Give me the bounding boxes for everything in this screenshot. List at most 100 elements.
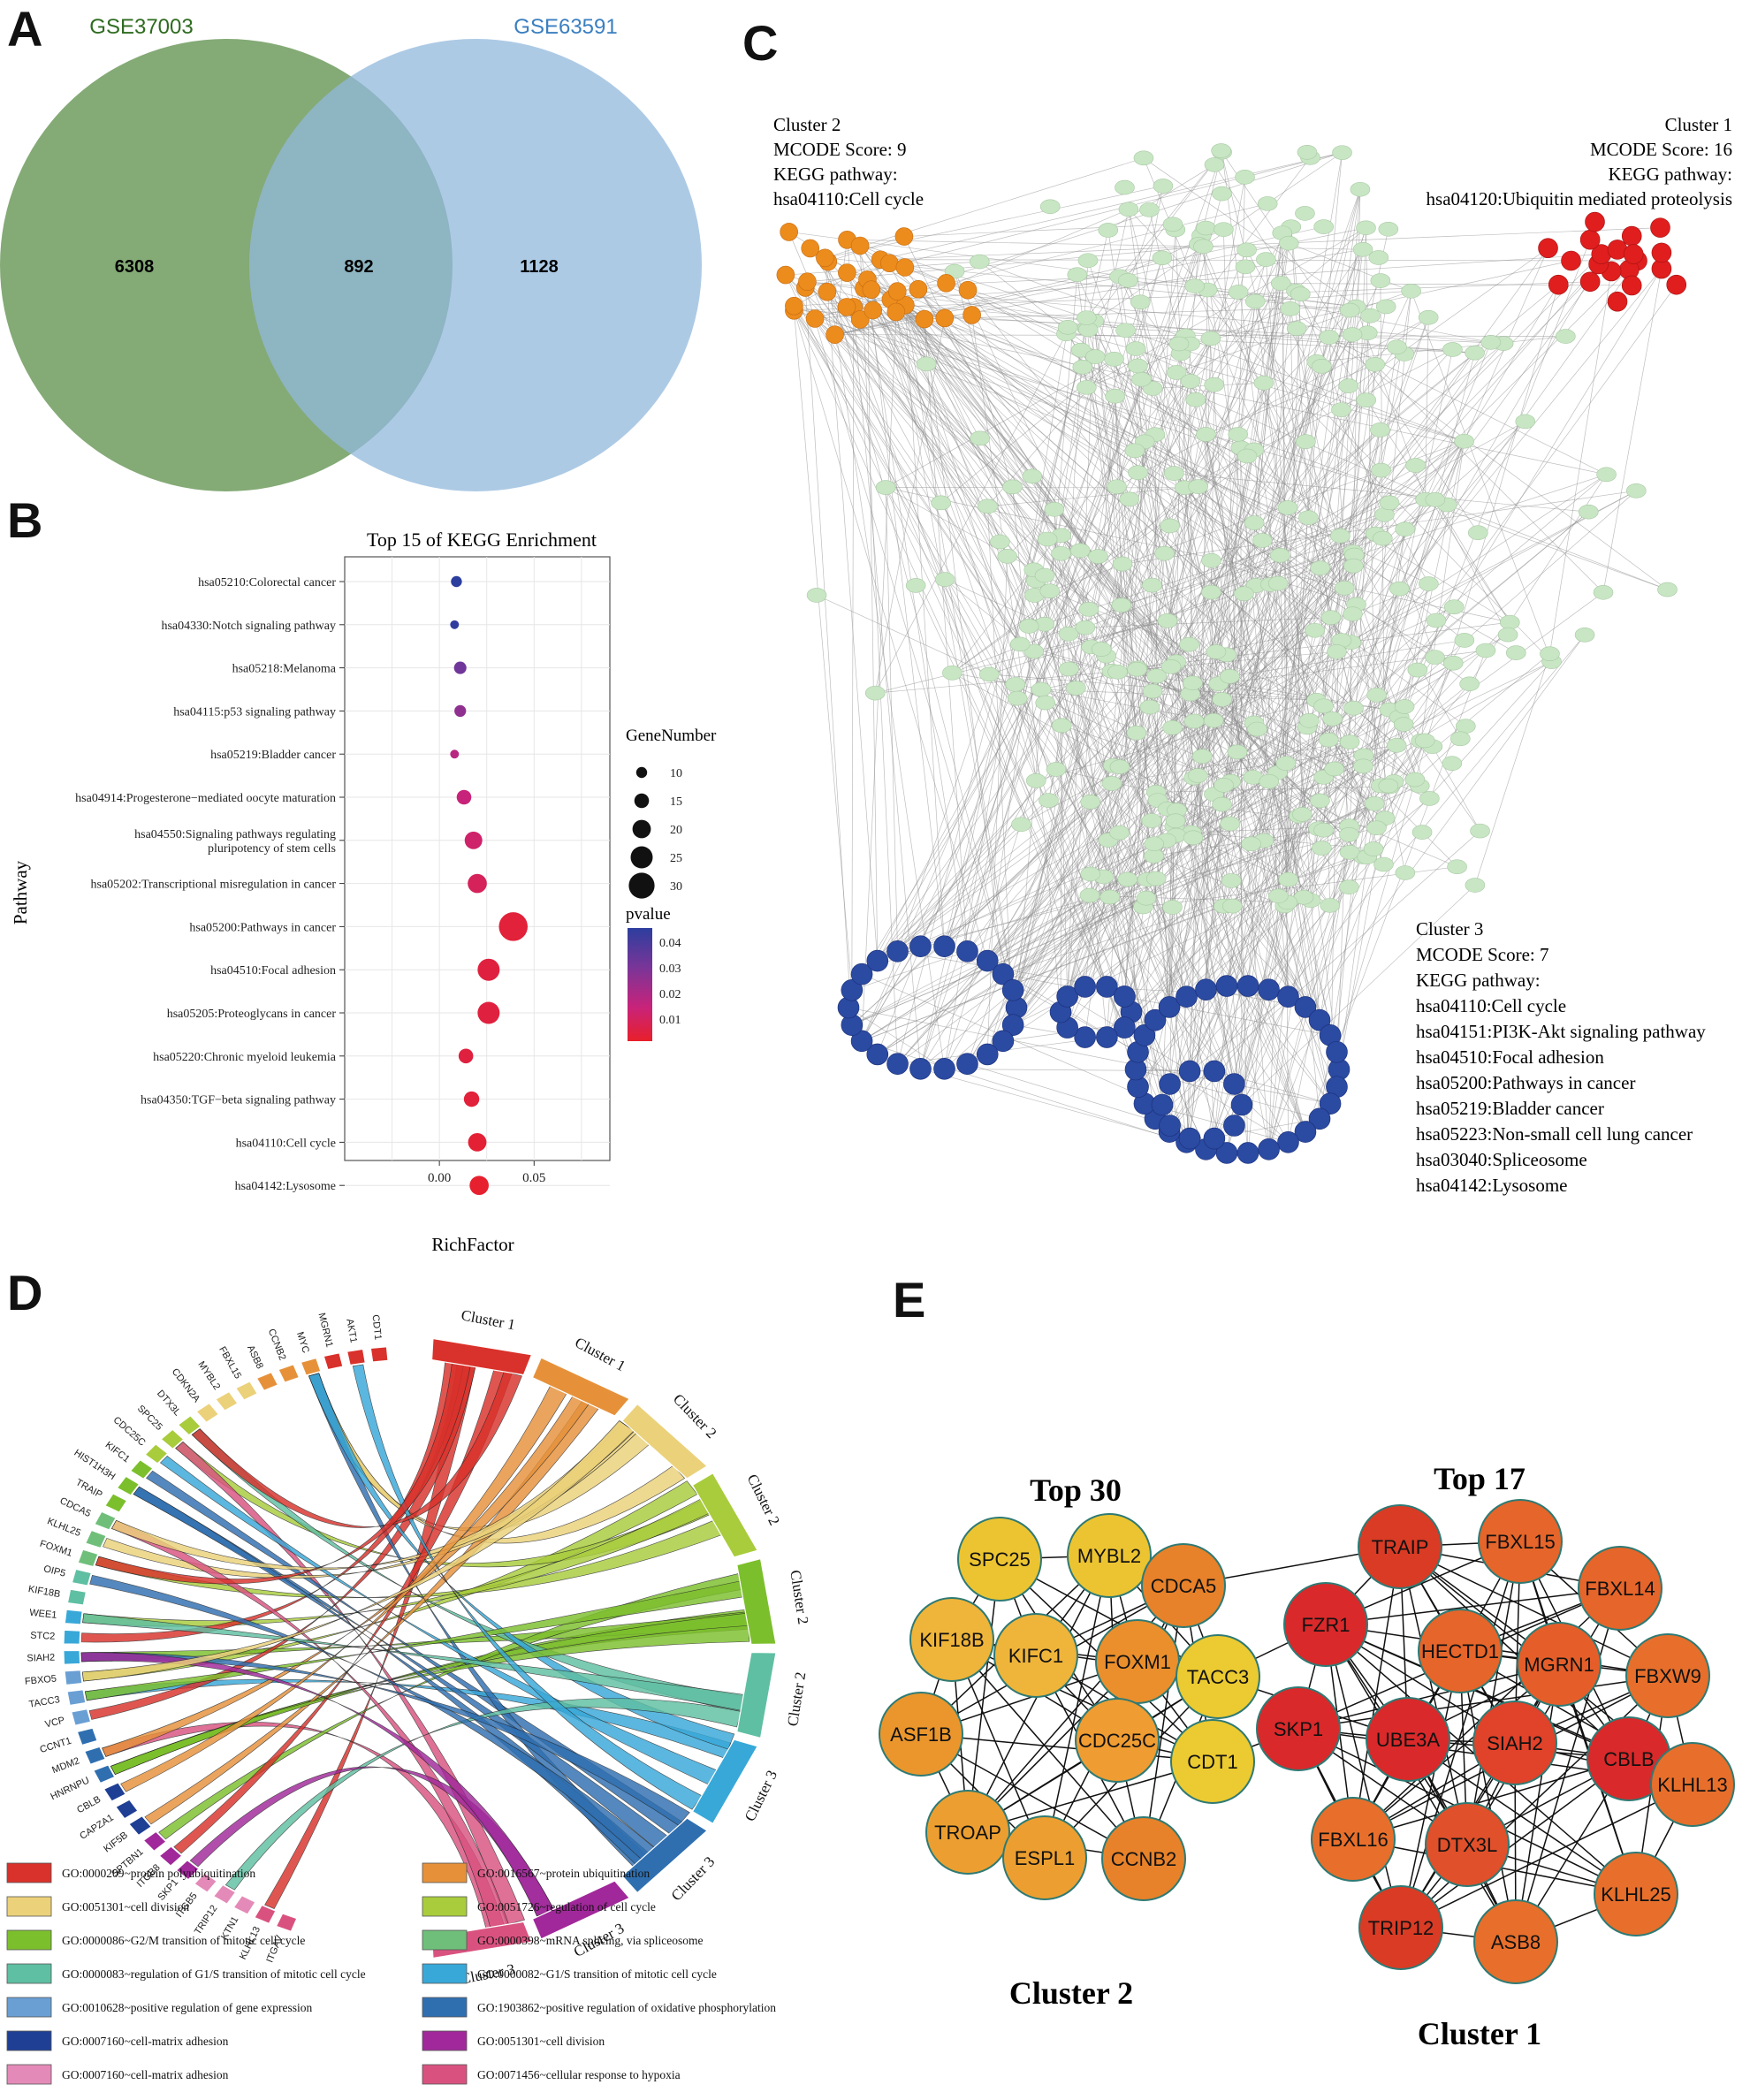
network-node [1142,577,1162,593]
cluster-2-node [850,310,870,329]
network-node [1139,202,1160,217]
gene-block [300,1358,322,1376]
size-legend-dot [635,766,648,779]
network-edge [1349,491,1637,742]
gene-label: CDKN2A [170,1366,202,1404]
network-node [1252,533,1273,548]
network-node [1515,414,1536,430]
network-edge [804,287,853,1025]
hub-node [1170,1719,1255,1804]
hub-node [1425,1802,1510,1887]
network-node [1057,320,1078,335]
legend-swatch [6,1929,52,1951]
legend-swatch [6,2030,52,2051]
gene-label: CDCA5 [58,1495,93,1519]
size-legend-label: 15 [670,795,682,809]
network-edge [1107,583,1429,1038]
cluster-2-line: KEGG pathway: [773,164,898,185]
hub-edge [1400,1541,1521,1929]
network-node [1126,725,1147,741]
network-node [1267,575,1289,591]
network-node [1318,732,1339,748]
cluster-1-node [1650,217,1670,238]
network-node [1067,267,1088,283]
network-node [1214,222,1234,237]
cluster-arc-label: Cluster 2 [784,1670,809,1727]
hub-node-label: ESPL1 [1015,1847,1076,1869]
network-node [1154,545,1175,561]
network-node [1450,731,1471,747]
cluster-2-label: Cluster 2 [1009,1975,1133,2011]
network-edge [889,262,1420,787]
cluster-arc-label: Cluster 3 [742,1768,781,1824]
cluster-2-node [958,280,978,300]
x-axis-label: RichFactor [431,1234,514,1255]
cluster-3-node [1144,1008,1167,1031]
plot-rows: hsa05210:Colorectal cancerhsa04330:Notch… [75,575,528,1196]
cluster-arc-label: Cluster 2 [670,1390,720,1442]
network-node [1059,661,1079,677]
venn-overlap-count: 892 [344,257,373,277]
network-node [1206,644,1227,659]
network-node [1332,145,1352,160]
network-node [1080,866,1101,882]
hub-node [925,1790,1010,1875]
network-node [1368,250,1389,265]
cluster-3-node [850,962,873,985]
network-edge [861,716,1400,975]
network-node [1162,217,1183,232]
cluster-2-node [894,227,914,246]
network-node [1353,758,1373,774]
legend-label: GO:0016567~protein ubiquitination [477,1867,650,1880]
hub-edge [1325,1624,1517,1943]
network-edge [1602,269,1662,593]
network-node [1127,661,1147,677]
network-node [1101,776,1122,791]
network-edge [1002,856,1364,975]
network-edge [1270,584,1324,778]
network-edge [1135,1069,1214,1072]
cluster-3-node [909,935,932,958]
network-edges [785,150,1678,1153]
network-edge [1189,342,1492,1072]
cluster-3-node [1096,976,1118,998]
network-edge [1048,186,1164,801]
network-edge [1156,675,1235,1084]
network-edge [785,274,1219,684]
panel-label-d: D [7,1265,42,1320]
gene-block [63,1629,81,1645]
network-node [1141,813,1162,828]
network-edge [979,261,1465,442]
network-node [1404,772,1426,788]
cluster-1-annotation: Cluster 1 MCODE Score: 16 KEGG pathway: … [1427,114,1732,209]
hub-node [1473,1899,1558,1984]
network-node [1443,599,1465,615]
hub-node-label: HECTD1 [1421,1640,1499,1662]
data-point [477,958,500,981]
data-point [450,620,460,629]
cluster-1-label: Cluster 1 [1418,2016,1541,2051]
cluster-3-node [956,1053,978,1075]
network-node [1298,510,1319,525]
network-node [1278,871,1299,887]
network-edge [794,310,853,991]
pvalue-colorbar [628,928,652,1041]
network-edge [1012,486,1061,1013]
network-node [1046,762,1067,777]
gene-label: CDC25C [111,1415,148,1449]
y-tick-label: hsa05202:Transcriptional misregulation i… [91,879,337,892]
gene-block [346,1348,366,1366]
cluster-3-line: hsa04510:Focal adhesion [1416,1046,1604,1068]
network-node [1221,898,1243,914]
network-node [1393,717,1414,732]
network-edge [1090,308,1291,875]
gene-block [66,1588,87,1606]
network-edge [885,487,898,952]
network-edge [1336,227,1366,1087]
network-node [1292,807,1312,822]
cluster-1-node [1585,211,1605,232]
network-edge [1012,361,1318,1025]
network-edge [1425,317,1429,500]
network-edge [807,281,1113,672]
